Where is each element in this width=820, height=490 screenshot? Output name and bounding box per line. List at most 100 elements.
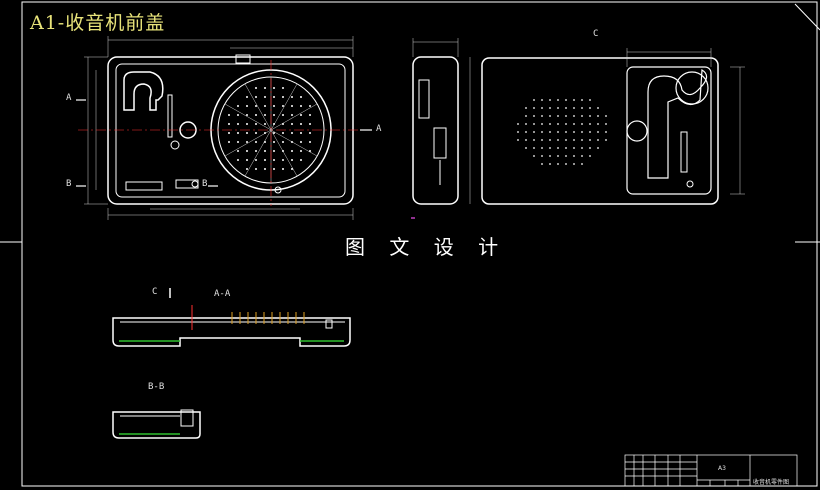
- rear-speaker-hole: [533, 155, 535, 157]
- rear-speaker-hole: [589, 123, 591, 125]
- section-bb-outline: [112, 411, 201, 439]
- rear-speaker-hole: [549, 131, 551, 133]
- speaker-hole: [273, 87, 275, 89]
- rear-speaker-hole: [533, 115, 535, 117]
- speaker-hole: [246, 159, 248, 161]
- section-aa-speaker-holes: [231, 312, 305, 324]
- speaker-hole: [255, 150, 257, 152]
- rear-view-round-hole: [626, 120, 648, 142]
- rear-speaker-hole: [565, 107, 567, 109]
- section-aa-boss: [325, 319, 333, 329]
- tuning-hook-cutout: [123, 71, 164, 111]
- rear-speaker-hole: [589, 147, 591, 149]
- rear-view-dimensions: [626, 48, 745, 195]
- rear-speaker-hole: [573, 147, 575, 149]
- side-view-outer: [412, 56, 459, 205]
- speaker-hole: [282, 168, 284, 170]
- speaker-hole: [264, 141, 266, 143]
- speaker-hole: [228, 123, 230, 125]
- speaker-hole-grid: [228, 87, 311, 170]
- speaker-hole: [255, 105, 257, 107]
- rear-speaker-hole: [549, 123, 551, 125]
- speaker-hole: [291, 150, 293, 152]
- speaker-hole: [291, 114, 293, 116]
- speaker-hole: [264, 105, 266, 107]
- speaker-hole: [237, 159, 239, 161]
- rear-speaker-hole: [549, 155, 551, 157]
- speaker-hole: [264, 150, 266, 152]
- speaker-hole: [300, 96, 302, 98]
- rear-speaker-hole-grid: [517, 99, 607, 165]
- rear-speaker-hole: [517, 139, 519, 141]
- rear-speaker-hole: [541, 123, 543, 125]
- rear-speaker-hole: [597, 107, 599, 109]
- front-slot: [167, 94, 173, 138]
- speaker-hole: [246, 150, 248, 152]
- rear-speaker-hole: [557, 131, 559, 133]
- rear-speaker-hole: [605, 131, 607, 133]
- rear-speaker-hole: [605, 139, 607, 141]
- section-b-label-left: B: [66, 179, 72, 189]
- rear-speaker-hole: [565, 115, 567, 117]
- speaker-hole: [291, 132, 293, 134]
- speaker-hole: [255, 114, 257, 116]
- rear-view-inner-panel: [626, 66, 712, 195]
- speaker-hole: [255, 132, 257, 134]
- speaker-hole: [273, 159, 275, 161]
- rear-speaker-hole: [541, 107, 543, 109]
- side-view: [412, 56, 459, 205]
- rear-view-hook-cutout: [647, 68, 708, 179]
- speaker-hole: [264, 132, 266, 134]
- section-indicator-lines: [76, 99, 372, 187]
- rear-speaker-hole: [533, 107, 535, 109]
- rear-speaker-hole: [517, 131, 519, 133]
- front-view-inner: [115, 63, 346, 198]
- rear-speaker-hole: [581, 99, 583, 101]
- rear-speaker-hole: [541, 163, 543, 165]
- drawing-title: A1-收音机前盖: [30, 12, 166, 34]
- speaker-hole: [255, 141, 257, 143]
- speaker-hole: [282, 96, 284, 98]
- rear-speaker-hole: [565, 147, 567, 149]
- speaker-hole: [246, 114, 248, 116]
- rear-speaker-hole: [557, 115, 559, 117]
- rear-speaker-hole: [549, 163, 551, 165]
- bottom-switch-dot: [191, 180, 199, 188]
- rear-view-slot: [680, 131, 688, 173]
- speaker-hole: [246, 132, 248, 134]
- rear-speaker-hole: [557, 107, 559, 109]
- side-view-slot-top: [418, 79, 430, 119]
- speaker-hole: [264, 114, 266, 116]
- section-aa-label: A-A: [214, 289, 231, 299]
- rear-speaker-hole: [573, 131, 575, 133]
- speaker-hole: [300, 141, 302, 143]
- rear-view-outer: [481, 57, 719, 205]
- rear-speaker-hole: [573, 155, 575, 157]
- speaker-hole: [300, 114, 302, 116]
- speaker-hole: [291, 123, 293, 125]
- rear-speaker-hole: [605, 115, 607, 117]
- section-bb-label: B-B: [148, 382, 165, 392]
- speaker-hole: [291, 141, 293, 143]
- speaker-hole: [282, 87, 284, 89]
- speaker-hole: [228, 141, 230, 143]
- speaker-hole: [237, 132, 239, 134]
- speaker-hole: [282, 105, 284, 107]
- speaker-hole: [237, 123, 239, 125]
- speaker-hole: [309, 114, 311, 116]
- front-view: [107, 54, 354, 205]
- watermark-text: 图 文 设 计: [345, 235, 508, 259]
- rear-speaker-hole: [589, 99, 591, 101]
- section-bb: [112, 409, 201, 439]
- view-c-arrow-label: C: [152, 287, 158, 297]
- speaker-hole: [264, 159, 266, 161]
- rear-speaker-hole: [541, 115, 543, 117]
- view-c-label: C: [593, 29, 599, 39]
- speaker-hole: [264, 87, 266, 89]
- rear-speaker-hole: [597, 139, 599, 141]
- section-bb-boss: [180, 409, 194, 427]
- rear-speaker-hole: [605, 123, 607, 125]
- rear-speaker-hole: [533, 123, 535, 125]
- speaker-hole: [282, 123, 284, 125]
